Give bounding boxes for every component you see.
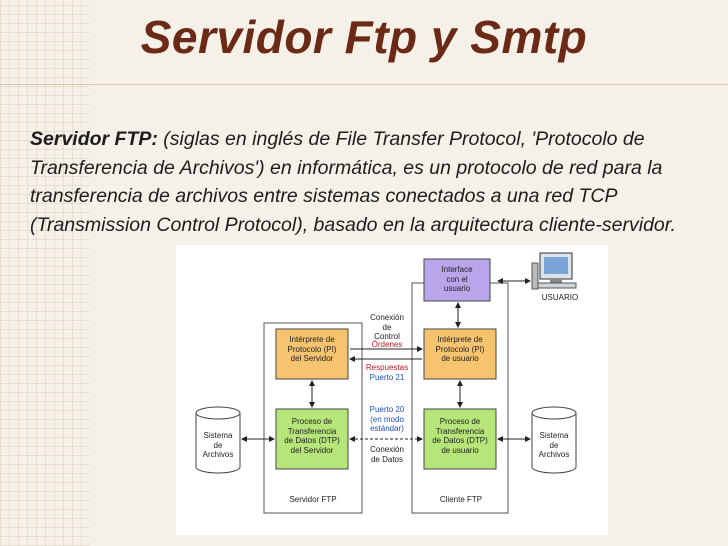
client-caption: Cliente FTP [439,495,483,504]
slide-title: Servidor Ftp y Smtp [140,11,588,63]
puerto21-label: Puerto 21 [369,373,405,382]
interface-box [423,258,491,302]
pi-server-box [275,328,349,380]
paragraph-text: (siglas en inglés de File Transfer Proto… [30,128,676,236]
paragraph-term: Servidor FTP: [30,128,158,150]
fs-right-cylinder [531,406,577,474]
server-caption: Servidor FTP [289,495,337,504]
title-divider [0,84,728,85]
ordenes-label: Órdenes [371,340,403,349]
pi-user-box [423,328,497,380]
user-computer-icon [531,252,577,290]
dtp-server-box [275,408,349,470]
ftp-diagram-graphics [195,252,577,514]
slide-paragraph: Servidor FTP: (siglas en inglés de File … [30,125,720,239]
respuestas-label: Respuestas [365,363,409,372]
background-grid-pattern [0,0,90,546]
fs-left-cylinder [195,406,241,474]
user-label: USUARIO [541,293,579,302]
dtp-user-box [423,408,497,470]
